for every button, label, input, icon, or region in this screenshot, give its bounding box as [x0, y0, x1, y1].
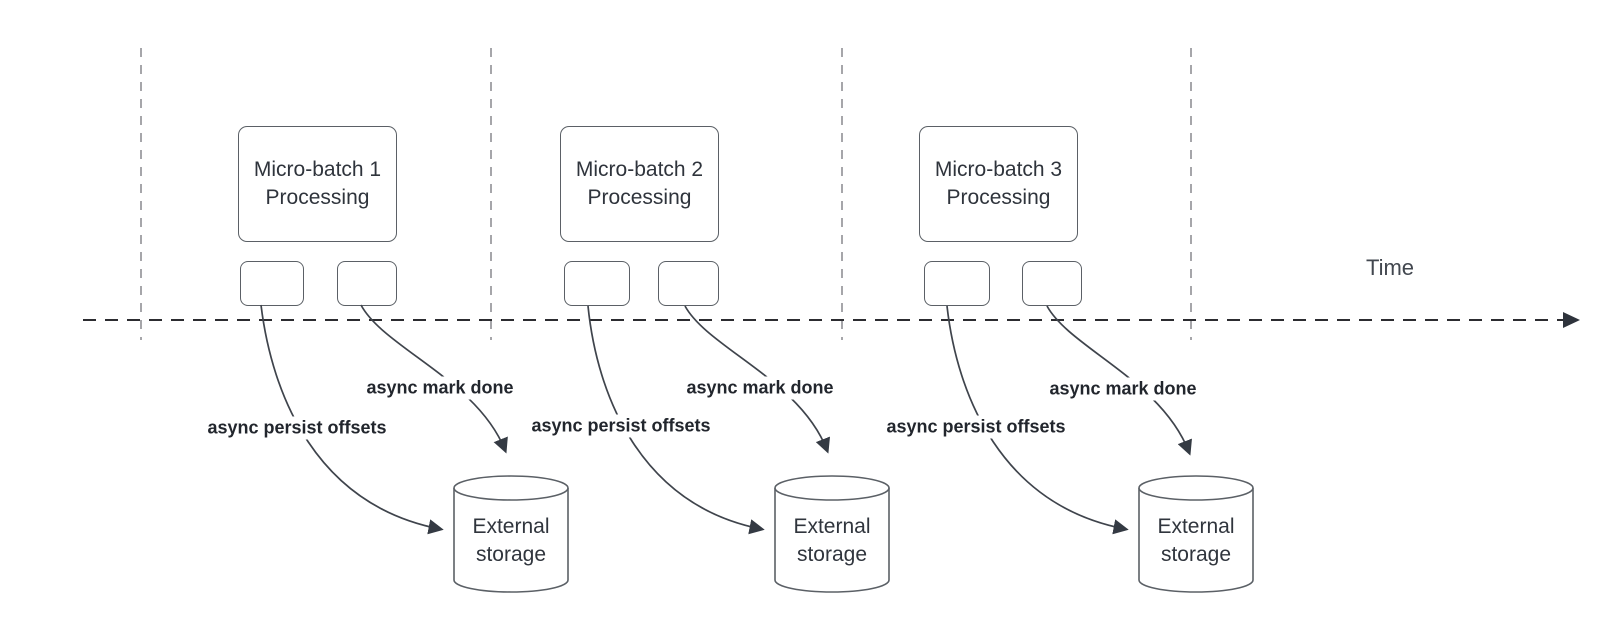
persist-offsets-arrow-2: [587, 305, 765, 535]
persist-offsets-label-1: async persist offsets: [203, 416, 391, 440]
cylinder-icon: [453, 475, 569, 593]
mark-done-arrow-2: [684, 305, 830, 454]
mark-done-label-1: async mark done: [362, 376, 518, 400]
micro-batch-1-processing-box: Micro-batch 1 Processing: [238, 126, 397, 242]
time-axis-line: [83, 319, 1565, 321]
micro-batch-3-title: Micro-batch 3 Processing: [934, 158, 1063, 209]
cylinder-icon: [1138, 475, 1254, 593]
external-storage-cylinder-1: External storage: [452, 474, 570, 594]
persist-offsets-task-box-3: [924, 261, 990, 306]
persist-offsets-task-box-2: [564, 261, 630, 306]
external-storage-cylinder-3: External storage: [1137, 474, 1255, 594]
external-storage-label-2: External storage: [793, 514, 871, 566]
batch-divider-line-4: [1190, 48, 1192, 340]
mark-done-label-3: async mark done: [1045, 377, 1201, 401]
persist-offsets-arrow-3: [946, 305, 1129, 535]
persist-offsets-label-3: async persist offsets: [882, 415, 1070, 439]
mark-done-task-box-1: [337, 261, 397, 306]
external-storage-cylinder-2: External storage: [773, 474, 891, 594]
persist-offsets-task-box-1: [240, 261, 304, 306]
mark-done-task-box-3: [1022, 261, 1082, 306]
time-axis-label: Time: [1365, 255, 1415, 280]
persist-offsets-label-2: async persist offsets: [527, 414, 715, 438]
mark-done-label-2: async mark done: [682, 376, 838, 400]
micro-batch-2-processing-box: Micro-batch 2 Processing: [560, 126, 719, 242]
mark-done-task-box-2: [658, 261, 719, 306]
cylinder-icon: [774, 475, 890, 593]
batch-divider-line-2: [490, 48, 492, 340]
micro-batch-2-title: Micro-batch 2 Processing: [575, 158, 704, 209]
mark-done-arrow-1: [360, 304, 508, 454]
batch-divider-line-1: [140, 48, 142, 340]
mark-done-arrow-3: [1046, 305, 1192, 456]
batch-divider-line-3: [841, 48, 843, 340]
time-axis-arrowhead-icon: [1563, 312, 1580, 328]
micro-batch-3-processing-box: Micro-batch 3 Processing: [919, 126, 1078, 242]
external-storage-label-3: External storage: [1157, 514, 1235, 566]
persist-offsets-arrow-1: [260, 304, 444, 535]
micro-batch-1-title: Micro-batch 1 Processing: [253, 158, 382, 209]
external-storage-label-1: External storage: [472, 514, 550, 566]
